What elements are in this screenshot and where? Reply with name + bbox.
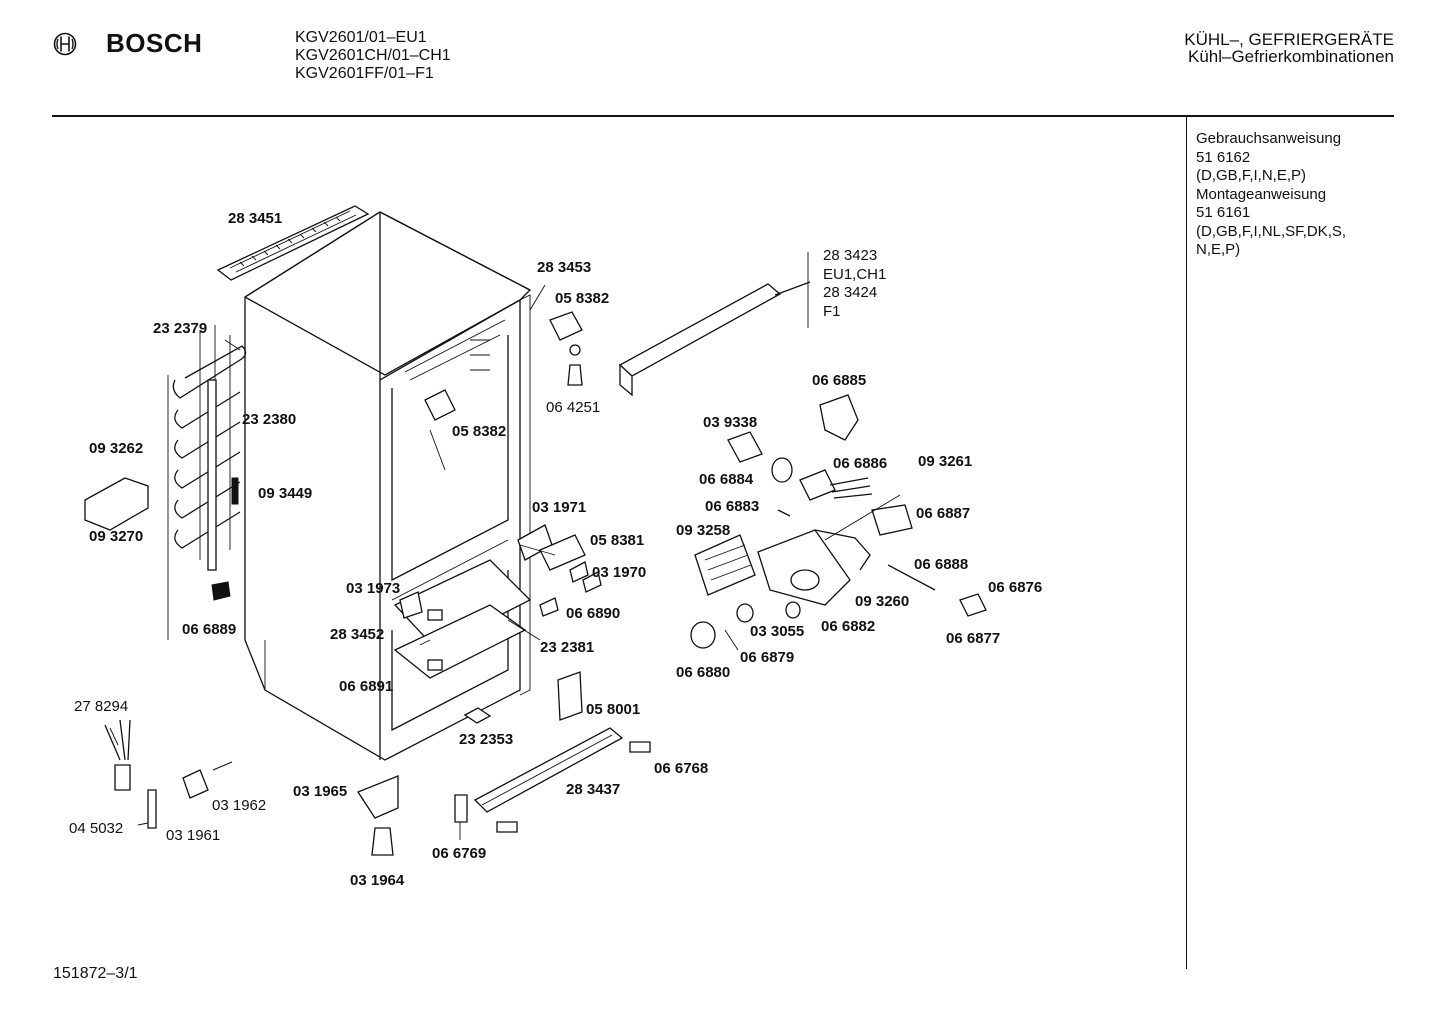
document-id: 151872–3/1 bbox=[53, 965, 138, 982]
manual-line: (D,GB,F,I,NL,SF,DK,S, bbox=[1196, 222, 1347, 240]
part-label: 28 3437 bbox=[566, 781, 621, 798]
misc-left-parts bbox=[84, 379, 239, 829]
part-label: 06 6882 bbox=[821, 618, 876, 635]
part-label: 09 3258 bbox=[676, 522, 731, 539]
part-label: 09 3261 bbox=[918, 453, 973, 470]
category-sub: Kühl–Gefrierkombinationen bbox=[1187, 47, 1394, 66]
manual-line: N,E,P) bbox=[1196, 241, 1241, 258]
model-ch1: KGV2601CH/01–CH1 bbox=[295, 47, 451, 64]
handle-profile bbox=[618, 252, 811, 397]
part-label: 06 6883 bbox=[705, 498, 760, 515]
part-label: 03 1962 bbox=[212, 797, 267, 814]
part-label: 06 6886 bbox=[833, 455, 888, 472]
part-label: 09 3270 bbox=[89, 528, 144, 545]
model-eu1: KGV2601/01–EU1 bbox=[295, 29, 427, 46]
part-label: 09 3449 bbox=[258, 485, 313, 502]
part-label: 23 2353 bbox=[459, 731, 514, 748]
part-label: 06 6879 bbox=[740, 649, 795, 666]
part-label: 03 1964 bbox=[350, 872, 405, 889]
brand-name: BOSCH bbox=[106, 28, 203, 58]
manual-line: 51 6162 bbox=[1196, 148, 1251, 166]
part-label: 03 1971 bbox=[532, 499, 587, 516]
part-label: 05 8382 bbox=[555, 290, 610, 307]
part-label: 03 3055 bbox=[750, 623, 805, 640]
part-label: 06 6889 bbox=[182, 621, 237, 638]
variant-part-2: 28 3424 bbox=[823, 284, 878, 301]
part-label: 03 1970 bbox=[592, 564, 647, 581]
part-label: 06 6884 bbox=[699, 471, 754, 488]
part-label: 06 4251 bbox=[546, 399, 601, 416]
part-label: 23 2379 bbox=[153, 320, 208, 337]
part-label: 06 6769 bbox=[432, 845, 487, 862]
part-label: 06 6885 bbox=[812, 372, 867, 389]
base-grille bbox=[473, 727, 651, 833]
model-list: KGV2601/01–EU1 KGV2601CH/01–CH1 KGV2601F… bbox=[295, 29, 451, 83]
part-label: 06 6877 bbox=[946, 630, 1001, 647]
part-label: 05 8381 bbox=[590, 532, 645, 549]
part-label: 09 3262 bbox=[89, 440, 144, 457]
leader-lines bbox=[109, 284, 901, 840]
part-label: 06 6891 bbox=[339, 678, 394, 695]
exploded-view-drawing bbox=[84, 205, 987, 856]
part-label: 23 2380 bbox=[242, 411, 297, 428]
part-label: 05 8382 bbox=[452, 423, 507, 440]
manual-line: (D,GB,F,I,N,E,P) bbox=[1196, 167, 1307, 184]
category-heading: KÜHL–, GEFRIERGERÄTE Kühl–Gefrierkombina… bbox=[1184, 31, 1394, 65]
manuals-info: Gebrauchsanweisung 51 6162 (D,GB,F,I,N,E… bbox=[1196, 130, 1346, 260]
part-label: 06 6888 bbox=[914, 556, 969, 573]
part-label: 05 8001 bbox=[586, 701, 641, 718]
condenser-coil bbox=[167, 325, 247, 640]
manual-line: Montageanweisung bbox=[1196, 185, 1327, 203]
part-label: 28 3452 bbox=[330, 626, 385, 643]
part-label: 06 6768 bbox=[654, 760, 709, 777]
part-label: 28 3453 bbox=[537, 259, 592, 276]
part-label: 28 3451 bbox=[228, 210, 283, 227]
part-label: 03 9338 bbox=[703, 414, 758, 431]
part-label: 03 1965 bbox=[293, 783, 348, 800]
variant-region-2: F1 bbox=[823, 302, 841, 320]
part-label: 23 2381 bbox=[540, 639, 595, 656]
variant-region-1: EU1,CH1 bbox=[823, 265, 887, 283]
manual-line: 51 6161 bbox=[1196, 204, 1251, 221]
variant-part-1: 28 3423 bbox=[823, 247, 878, 264]
shelves bbox=[393, 559, 532, 724]
sidebar-divider bbox=[1186, 117, 1187, 969]
header-rule bbox=[52, 115, 1394, 117]
control-assembly bbox=[690, 394, 987, 649]
category-main: KÜHL–, GEFRIERGERÄTE bbox=[1184, 30, 1394, 49]
part-label: 09 3260 bbox=[855, 593, 910, 610]
hinges-feet bbox=[357, 311, 602, 856]
part-label: 06 6880 bbox=[676, 664, 731, 681]
handle-variant-note: 28 3423 EU1,CH1 28 3424 F1 bbox=[823, 247, 886, 321]
part-label: 06 6887 bbox=[916, 505, 971, 522]
part-label: 06 6876 bbox=[988, 579, 1043, 596]
top-grille bbox=[216, 205, 370, 281]
bosch-armature-icon bbox=[53, 32, 77, 56]
part-label: 27 8294 bbox=[74, 698, 129, 715]
manual-line: Gebrauchsanweisung bbox=[1196, 130, 1342, 147]
model-f1: KGV2601FF/01–F1 bbox=[295, 65, 434, 82]
part-label: 03 1973 bbox=[346, 580, 401, 597]
part-label: 03 1961 bbox=[166, 827, 221, 844]
part-label: 06 6890 bbox=[566, 605, 621, 622]
part-label: 04 5032 bbox=[69, 820, 124, 837]
